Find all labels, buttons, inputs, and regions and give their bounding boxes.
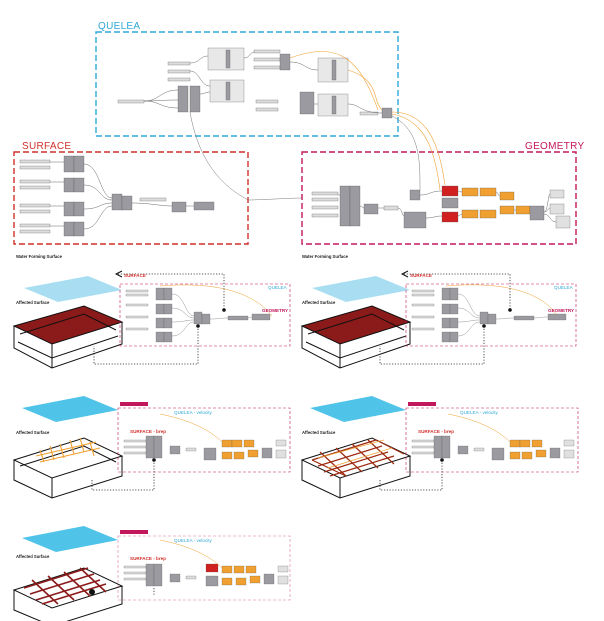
panel-1-surface-label: SURFACE	[124, 273, 146, 278]
geometry-group-title: GEOMETRY	[525, 141, 585, 152]
orange-cross-wires	[391, 111, 446, 191]
panel-5-orange-wire	[159, 539, 223, 569]
affected-surface-caption-5: Affected Surface	[16, 554, 50, 559]
affected-surface-caption-3: Affected Surface	[16, 430, 50, 435]
box-model-3	[12, 437, 124, 499]
panel-4-tag	[408, 402, 436, 406]
panel-3-connector-dot	[152, 458, 156, 462]
panel-1-geometry-label: GEOMETRY	[262, 308, 289, 313]
box-model-2	[300, 305, 412, 369]
water-forming-caption-left: Water Forming Surface	[16, 254, 62, 259]
geometry-wires	[338, 190, 557, 223]
quelea-group-title: QUELEA	[98, 21, 141, 32]
panel-2-connector-dot	[508, 308, 512, 312]
panel-5-quelea-label: QUELEA - velocity	[174, 538, 212, 543]
panel-3-leader	[91, 460, 155, 491]
panel-1-frame	[119, 283, 291, 347]
affected-surface-caption-1: Affected Surface	[16, 300, 50, 305]
orange-lattice-4	[317, 439, 393, 469]
panel-5-frame	[117, 535, 291, 601]
panel-4-quelea-label: QUELEA - velocity	[460, 410, 498, 415]
panel-5-nodes	[123, 563, 289, 587]
panel-1-leader	[93, 273, 225, 365]
water-forming-caption-right: Water Forming Surface	[302, 254, 348, 259]
box-model-1	[12, 305, 124, 369]
panel-2-frame	[405, 283, 577, 347]
water-surface-3	[22, 396, 118, 422]
water-surface-2	[312, 276, 410, 302]
panel-1-arrow-icon	[114, 270, 123, 278]
geometry-components	[311, 185, 571, 229]
affected-surface-caption-4: Affected Surface	[302, 430, 336, 435]
panel-2-quelea-label: QUELEA	[554, 285, 573, 290]
quelea-group-frame	[95, 31, 399, 137]
panel-2-surface-label: SURFACE	[410, 273, 432, 278]
panel-2-leader	[379, 273, 511, 365]
panel-3-orange-wire	[159, 413, 223, 443]
panel-5-tag	[120, 530, 148, 534]
panel-2-geometry-label: GEOMETRY	[548, 308, 575, 313]
panel-2-arrow-icon	[400, 270, 409, 278]
box-model-4	[300, 437, 412, 499]
panel-1-orange-wire	[159, 284, 273, 317]
panel-1-connector-dot-2	[196, 324, 200, 328]
surface-components	[19, 155, 215, 237]
water-surface-5	[22, 526, 118, 552]
panel-2-nodes	[411, 287, 567, 343]
box-model-5	[12, 567, 124, 621]
cross-group-wires	[189, 111, 421, 201]
quelea-wires	[143, 51, 383, 114]
panel-3-quelea-label: QUELEA - velocity	[174, 410, 212, 415]
panel-4-frame	[405, 407, 579, 473]
quelea-components	[117, 47, 393, 119]
panel-3-frame	[117, 407, 291, 473]
quelea-orange-wires	[289, 51, 383, 111]
panel-4-surface-label: SURFACE - brep	[418, 429, 454, 434]
panel-2-connector-dot-2	[482, 324, 486, 328]
panel-1-connector-dot	[222, 308, 226, 312]
panel-5-marker	[89, 589, 95, 595]
panel-2-orange-wire	[445, 284, 557, 315]
panel-1-nodes	[125, 287, 271, 343]
surface-group-title: SURFACE	[22, 141, 72, 152]
water-surface-1	[24, 276, 122, 302]
panel-4-nodes	[411, 435, 575, 461]
water-surface-4	[310, 396, 406, 422]
panel-4-orange-wire	[447, 413, 511, 443]
panel-5-surface-label: SURFACE - brep	[130, 556, 166, 561]
red-lattice-4	[311, 439, 405, 477]
orange-lattice-3	[35, 437, 101, 463]
panel-4-connector-dot	[440, 458, 444, 462]
surface-group-frame	[13, 151, 249, 245]
panel-3-tag	[120, 402, 148, 406]
panel-2-wires	[457, 293, 549, 337]
panel-1-quelea-label: QUELEA	[268, 285, 287, 290]
panel-3-surface-label: SURFACE - brep	[130, 429, 166, 434]
panel-3-nodes	[123, 435, 287, 461]
panel-4-leader	[379, 460, 443, 491]
affected-surface-caption-2: Affected Surface	[302, 300, 336, 305]
red-lattice-5	[23, 567, 107, 605]
panel-1-wires	[171, 293, 253, 337]
